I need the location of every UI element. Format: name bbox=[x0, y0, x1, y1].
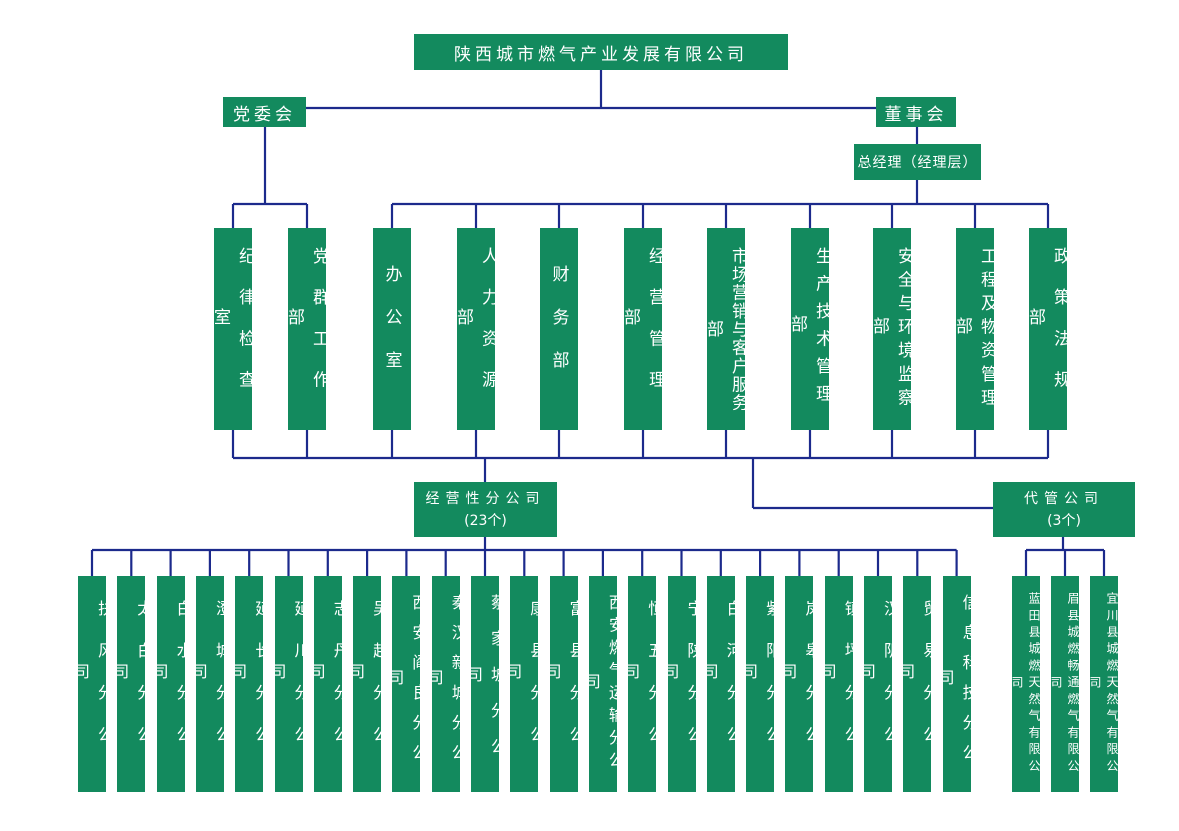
subsidiary-5-label: 延川分公司 bbox=[267, 600, 311, 768]
subsidiary-3-label: 澄城分公司 bbox=[188, 600, 232, 768]
subsidiary-11-label: 康县分公司 bbox=[503, 600, 547, 768]
managed-company-2: 宜川县城燃天然气有限公司 bbox=[1088, 576, 1119, 792]
subsidiary-19-label: 镇坪分公司 bbox=[817, 600, 861, 768]
gm-dept-0: 办公室 bbox=[373, 228, 411, 430]
party-committee-label: 党委会 bbox=[233, 104, 296, 125]
gm-dept-0-label: 办公室 bbox=[381, 264, 402, 394]
subsidiary-12-label: 富县分公司 bbox=[542, 600, 586, 768]
party-dept-1-label: 党群工作部 bbox=[284, 246, 329, 412]
gm-dept-4-label: 市场营销与客户服务部 bbox=[703, 246, 748, 412]
subsidiary-14-label: 恒五分公司 bbox=[621, 600, 665, 768]
subsidiary-17: 紫阳分公司 bbox=[739, 576, 782, 792]
subsidiary-7-label: 吴起分公司 bbox=[346, 600, 390, 768]
gm-dept-7-label: 工程及物资管理部 bbox=[952, 246, 997, 412]
subsidiary-5: 延川分公司 bbox=[268, 576, 311, 792]
subsidiary-0: 扶风分公司 bbox=[71, 576, 114, 792]
managed-company-2-label: 宜川县城燃天然气有限公司 bbox=[1088, 592, 1119, 776]
subsidiary-15: 宁陕分公司 bbox=[661, 576, 704, 792]
subsidiary-9-label: 秦汉新城分公司 bbox=[424, 594, 468, 774]
subsidiary-22: 信息科技分公司 bbox=[936, 576, 979, 792]
party-dept-0: 纪律检查室 bbox=[210, 228, 255, 430]
gm-dept-2: 财务部 bbox=[540, 228, 578, 430]
subsidiary-14: 恒五分公司 bbox=[621, 576, 664, 792]
gm-dept-7: 工程及物资管理部 bbox=[952, 228, 997, 430]
subsidiary-0-label: 扶风分公司 bbox=[71, 600, 114, 768]
gm-dept-1: 人力资源部 bbox=[453, 228, 498, 430]
subsidiary-8: 西安阎良分公司 bbox=[385, 576, 428, 792]
subsidiary-4: 延长分公司 bbox=[228, 576, 271, 792]
subsidiary-13-label: 西安燃气运输分公司 bbox=[581, 594, 625, 774]
subsidiary-10-label: 蔡家坡分公司 bbox=[464, 594, 507, 774]
operating-companies-box: 经营性分公司 (23个) bbox=[414, 482, 557, 537]
subsidiary-20: 汉阴分公司 bbox=[857, 576, 900, 792]
gm-label: 总经理（经理层） bbox=[857, 155, 978, 171]
subsidiary-17-label: 紫阳分公司 bbox=[739, 600, 783, 768]
operating-count: (23个) bbox=[464, 512, 507, 529]
company-box: 陕西城市燃气产业发展有限公司 bbox=[414, 34, 788, 70]
subsidiary-21-label: 贸易分公司 bbox=[896, 600, 940, 768]
gm-dept-5: 生产技术管理部 bbox=[787, 228, 832, 430]
subsidiary-19: 镇坪分公司 bbox=[818, 576, 861, 792]
subsidiary-9: 秦汉新城分公司 bbox=[425, 576, 468, 792]
board-box: 董事会 bbox=[876, 97, 956, 127]
board-label: 董事会 bbox=[884, 104, 948, 125]
subsidiary-22-label: 信息科技分公司 bbox=[935, 594, 979, 774]
subsidiary-10: 蔡家坡分公司 bbox=[464, 576, 507, 792]
gm-dept-8: 政策法规部 bbox=[1025, 228, 1070, 430]
subsidiary-4-label: 延长分公司 bbox=[228, 600, 272, 768]
gm-dept-4: 市场营销与客户服务部 bbox=[703, 228, 748, 430]
managed-company-1: 眉县城燃畅通燃气有限公司 bbox=[1049, 576, 1080, 792]
gm-dept-2-label: 财务部 bbox=[548, 264, 569, 394]
subsidiary-2-label: 白水分公司 bbox=[149, 600, 193, 768]
subsidiary-16-label: 白河分公司 bbox=[699, 600, 743, 768]
subsidiary-7: 吴起分公司 bbox=[346, 576, 389, 792]
gm-dept-1-label: 人力资源部 bbox=[453, 246, 498, 412]
managed-companies-box: 代管公司 (3个) bbox=[993, 482, 1135, 537]
party-dept-1: 党群工作部 bbox=[284, 228, 329, 430]
party-dept-0-label: 纪律检查室 bbox=[210, 246, 255, 412]
subsidiary-2: 白水分公司 bbox=[150, 576, 193, 792]
subsidiary-6-label: 志丹分公司 bbox=[306, 600, 350, 768]
party-committee-box: 党委会 bbox=[223, 97, 306, 127]
gm-dept-3-label: 经营管理部 bbox=[620, 246, 665, 412]
managed-company-0: 蓝田县城燃天然气有限公司 bbox=[1010, 576, 1041, 792]
subsidiary-6: 志丹分公司 bbox=[307, 576, 350, 792]
subsidiary-15-label: 宁陕分公司 bbox=[660, 600, 704, 768]
subsidiary-1: 太白分公司 bbox=[110, 576, 153, 792]
managed-count: (3个) bbox=[1047, 512, 1081, 529]
subsidiary-13: 西安燃气运输分公司 bbox=[582, 576, 625, 792]
subsidiary-1-label: 太白分公司 bbox=[110, 600, 154, 768]
managed-title: 代管公司 bbox=[1024, 490, 1104, 507]
gm-dept-5-label: 生产技术管理部 bbox=[787, 246, 832, 412]
gm-dept-6-label: 安全与环境监察部 bbox=[869, 246, 914, 412]
subsidiary-8-label: 西安阎良分公司 bbox=[385, 594, 429, 774]
subsidiary-18-label: 岚皋分公司 bbox=[778, 600, 822, 768]
gm-box: 总经理（经理层） bbox=[854, 144, 981, 180]
operating-title: 经营性分公司 bbox=[425, 490, 546, 507]
subsidiary-20-label: 汉阴分公司 bbox=[857, 600, 900, 768]
managed-company-0-label: 蓝田县城燃天然气有限公司 bbox=[1010, 592, 1041, 776]
subsidiary-21: 贸易分公司 bbox=[896, 576, 939, 792]
gm-dept-8-label: 政策法规部 bbox=[1025, 246, 1070, 412]
subsidiary-12: 富县分公司 bbox=[543, 576, 586, 792]
subsidiary-11: 康县分公司 bbox=[503, 576, 546, 792]
gm-dept-3: 经营管理部 bbox=[620, 228, 665, 430]
subsidiary-18: 岚皋分公司 bbox=[778, 576, 821, 792]
company-name: 陕西城市燃气产业发展有限公司 bbox=[454, 44, 748, 65]
gm-dept-6: 安全与环境监察部 bbox=[869, 228, 914, 430]
managed-company-1-label: 眉县城燃畅通燃气有限公司 bbox=[1049, 592, 1080, 776]
subsidiary-16: 白河分公司 bbox=[700, 576, 743, 792]
subsidiary-3: 澄城分公司 bbox=[189, 576, 232, 792]
